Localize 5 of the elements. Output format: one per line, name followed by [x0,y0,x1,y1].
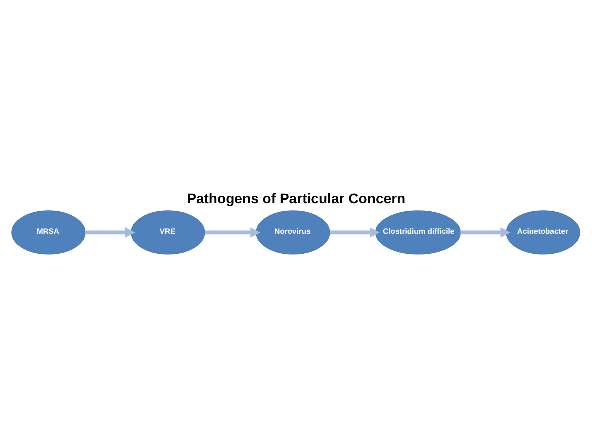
arrow [460,227,511,238]
arrow [205,227,261,238]
arrow [330,227,380,238]
diagram-title: Pathogens of Particular Concern [187,190,406,206]
arrow [86,227,136,238]
